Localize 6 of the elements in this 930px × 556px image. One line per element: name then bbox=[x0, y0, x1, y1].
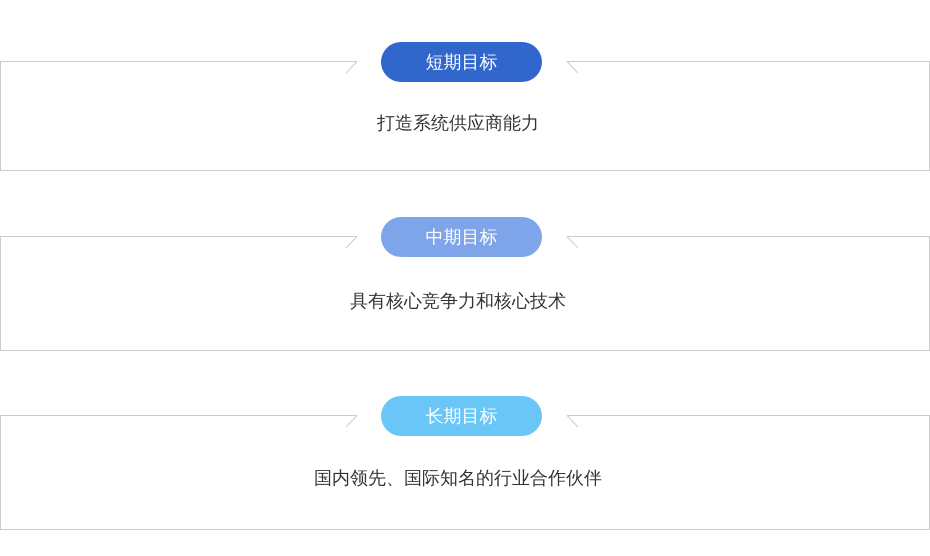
heading-pill: 中期目标 bbox=[381, 217, 542, 257]
goal-text: 国内领先、国际知名的行业合作伙伴 bbox=[314, 467, 602, 489]
heading-pill: 短期目标 bbox=[381, 42, 542, 82]
goal-text: 具有核心竞争力和核心技术 bbox=[350, 290, 566, 312]
heading-pill: 长期目标 bbox=[381, 396, 542, 436]
goal-text: 打造系统供应商能力 bbox=[377, 112, 539, 134]
